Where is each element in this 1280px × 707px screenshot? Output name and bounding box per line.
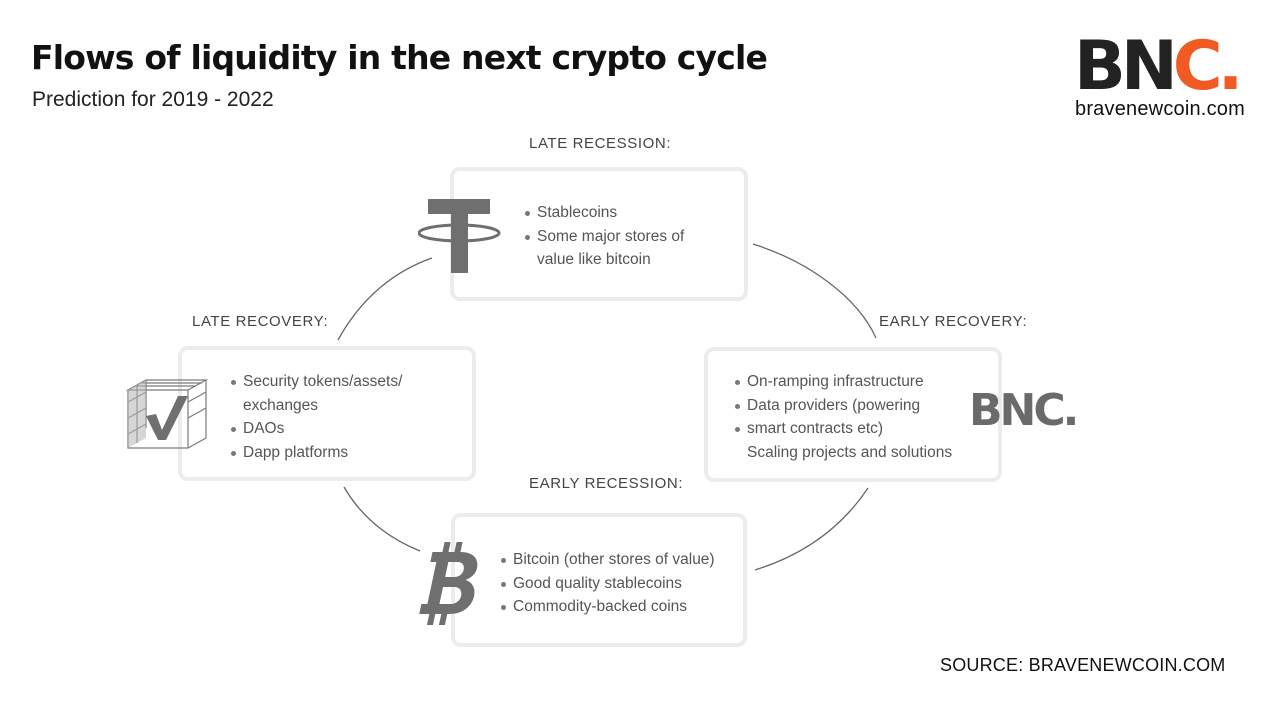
source-note: SOURCE: BRAVENEWCOIN.COM xyxy=(940,655,1226,675)
phase-list-early-recovery: On-ramping infrastructure Data providers… xyxy=(734,370,952,464)
list-item: value like bitcoin xyxy=(537,251,651,268)
phase-label-early-recovery: EARLY RECOVERY: xyxy=(879,313,1028,330)
bnc-logo-letters: BNC. xyxy=(1074,27,1244,106)
arc-top-left xyxy=(337,257,433,341)
bnc-logo-icon: BNC. xyxy=(969,385,1079,436)
chart-title: Flows of liquidity in the next crypto cy… xyxy=(31,38,768,77)
list-item: Some major stores of xyxy=(524,225,684,249)
list-item: Scaling projects and solutions xyxy=(747,443,953,461)
bitcoin-icon xyxy=(419,542,478,625)
list-item: Data providers (powering xyxy=(734,394,952,418)
arc-bottom-left xyxy=(343,486,421,552)
tether-icon xyxy=(418,199,501,273)
bnc-logo-main: BN xyxy=(1074,27,1178,106)
bnc-logo-domain: bravenewcoin.com xyxy=(1075,98,1245,120)
list-item: Good quality stablecoins xyxy=(500,572,715,596)
list-item: Dapp platforms xyxy=(230,441,402,465)
phase-box-early-recovery: On-ramping infrastructure Data providers… xyxy=(704,347,1002,482)
phase-label-late-recession: LATE RECESSION: xyxy=(529,135,672,152)
phase-list-late-recession: Stablecoins Some major stores of value l… xyxy=(524,201,684,272)
chart-subtitle: Prediction for 2019 - 2022 xyxy=(32,88,274,111)
bnc-logo: BNC. bravenewcoin.com xyxy=(1074,28,1254,123)
list-item: Security tokens/assets/ xyxy=(230,370,402,394)
arc-bottom-right xyxy=(754,487,869,571)
phase-label-late-recovery: LATE RECOVERY: xyxy=(192,313,329,330)
bnc-logo-accent: C. xyxy=(1172,27,1244,106)
list-item: DAOs xyxy=(230,417,402,441)
phase-label-early-recession: EARLY RECESSION: xyxy=(529,475,684,492)
list-item: smart contracts etc) xyxy=(734,417,952,441)
list-item: Bitcoin (other stores of value) xyxy=(500,548,715,572)
phase-box-late-recovery: Security tokens/assets/ exchanges DAOs D… xyxy=(178,346,476,481)
security-token-cube-icon xyxy=(125,379,209,449)
list-item: Stablecoins xyxy=(524,201,684,225)
phase-box-early-recession: Bitcoin (other stores of value) Good qua… xyxy=(451,513,747,647)
list-item: exchanges xyxy=(243,396,318,414)
list-item: On-ramping infrastructure xyxy=(734,370,952,394)
arc-top-right xyxy=(752,243,877,339)
list-item: Commodity-backed coins xyxy=(500,595,715,619)
phase-list-late-recovery: Security tokens/assets/ exchanges DAOs D… xyxy=(230,370,402,464)
phase-list-early-recession: Bitcoin (other stores of value) Good qua… xyxy=(500,548,715,619)
